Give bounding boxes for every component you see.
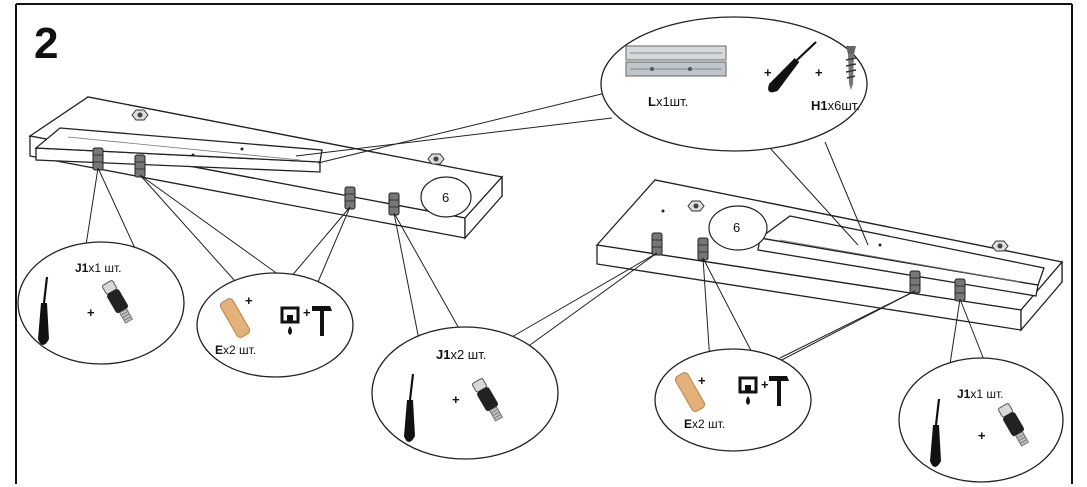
part-code: J1	[957, 387, 971, 401]
position-badge: 6	[733, 220, 741, 235]
part-code: H1	[811, 98, 828, 113]
plus-sign: +	[978, 428, 986, 443]
part-code: L	[648, 94, 656, 109]
rail-l-image	[625, 45, 727, 77]
plus-sign: +	[452, 392, 460, 407]
quantity: x2 шт.	[692, 417, 726, 431]
callout-left-j1	[17, 241, 185, 365]
quantity: x6шт.	[827, 98, 860, 113]
rail-l-label: Lx1шт.	[648, 94, 688, 109]
quantity: x2 шт.	[223, 343, 257, 357]
plus-sign: +	[245, 293, 253, 308]
callout-right-e	[654, 348, 812, 452]
part-code: J1	[436, 347, 451, 362]
plus-sign: +	[698, 373, 706, 388]
quantity: x2 шт.	[450, 347, 487, 362]
part-code: J1	[75, 261, 89, 275]
part-code: E	[684, 417, 693, 431]
plus-sign: +	[87, 305, 95, 320]
callout-mid-j1	[371, 326, 559, 460]
cambolt-j1-label: J1x1 шт.	[957, 387, 1004, 401]
quantity: x1 шт.	[970, 387, 1004, 401]
callout-right-j1	[898, 357, 1064, 483]
callout-top	[600, 16, 868, 152]
cambolt-j1-label: J1x2 шт.	[436, 347, 486, 362]
position-badge: 6	[442, 190, 450, 205]
screw-h1-label: H1x6шт.	[811, 98, 860, 113]
step-number: 2	[34, 19, 59, 68]
quantity: x1 шт.	[88, 261, 122, 275]
screw-h1-image	[845, 46, 857, 90]
callout-left-e	[196, 272, 354, 378]
part-code: E	[215, 343, 224, 357]
dowel-e-label: Ex2 шт.	[684, 417, 725, 431]
plus-sign: +	[764, 65, 772, 80]
plus-sign: +	[815, 65, 823, 80]
plus-sign: +	[761, 377, 769, 392]
plus-sign: +	[303, 305, 311, 320]
cambolt-j1-label: J1x1 шт.	[75, 261, 122, 275]
right-panel	[595, 179, 1064, 332]
dowel-e-label: Ex2 шт.	[215, 343, 256, 357]
quantity: x1шт.	[655, 94, 689, 109]
